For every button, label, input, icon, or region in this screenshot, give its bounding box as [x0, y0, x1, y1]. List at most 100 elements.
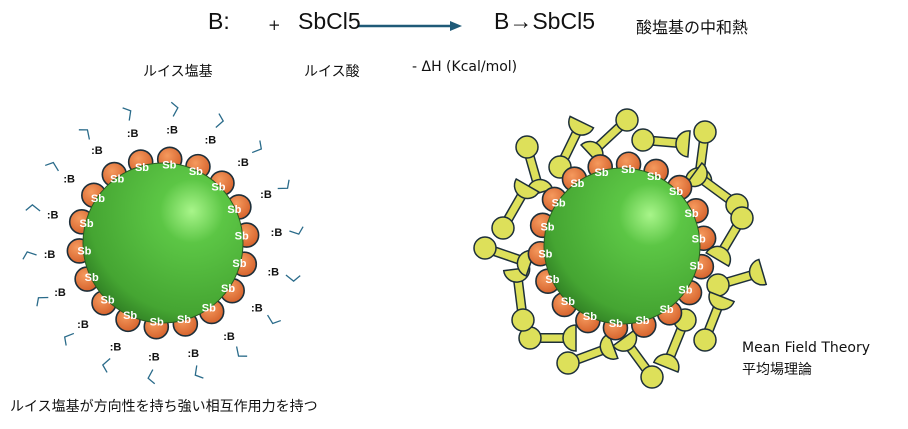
- dumbbell-ball: [693, 120, 717, 144]
- ligand-chain-icon: [267, 314, 282, 325]
- dumbbell-molecule: [515, 135, 554, 198]
- dumbbell-cup: [675, 130, 691, 158]
- left-sb-label: Sb: [211, 182, 225, 194]
- left-sb-label: Sb: [162, 159, 176, 171]
- left-sb-label: Sb: [221, 283, 235, 295]
- right-sb-label: Sb: [647, 171, 661, 183]
- ligand-b-label: :B: [188, 348, 200, 360]
- dumbbell-cup: [705, 245, 732, 268]
- ligand-b-label: :B: [54, 287, 66, 299]
- ligand-b-label: :B: [63, 173, 75, 185]
- ligand-b-label: :B: [166, 124, 178, 136]
- dumbbell-molecule: [706, 258, 768, 297]
- ligand-chain-icon: [78, 129, 91, 140]
- lewis-base-label: ルイス塩基: [143, 64, 213, 80]
- dumbbell-cup: [708, 291, 736, 311]
- dumbbell-cup: [568, 115, 595, 136]
- ligand-b-label: :B: [44, 249, 56, 261]
- mean-field-caption: Mean Field Theory: [742, 340, 871, 356]
- right-sb-label: Sb: [621, 164, 635, 176]
- left-caption: ルイス塩基が方向性を持ち強い相互作用力を持つ: [10, 399, 318, 415]
- right-sb-label: Sb: [561, 296, 575, 308]
- dumbbell-ball: [473, 236, 497, 260]
- dumbbell-molecule: [631, 128, 691, 158]
- dumbbell-molecule: [705, 206, 754, 268]
- right-sb-label: Sb: [552, 197, 566, 209]
- right-sb-label: Sb: [660, 304, 674, 316]
- ligand-b-label: :B: [271, 227, 283, 239]
- left-sb-label: Sb: [235, 231, 249, 243]
- lewis-acid-label: ルイス酸: [304, 64, 360, 80]
- plus-sign: +: [268, 16, 281, 34]
- dumbbell-cup: [513, 177, 540, 200]
- ligand-b-label: :B: [260, 189, 272, 201]
- left-sb-label: Sb: [110, 174, 124, 186]
- dumbbell-cup: [599, 333, 619, 360]
- left-particle-lewis-base: :B:B:B:B:B:B:B:B:B:B:B:B:B:B:B:B:B:BSbSb…: [22, 101, 304, 385]
- ligand-chain-icon: [147, 369, 156, 385]
- heat-label: 酸塩基の中和熱: [636, 18, 749, 37]
- product-formula: B→SbCl5: [494, 8, 595, 34]
- ligand-chain-icon: [122, 107, 132, 121]
- ligand-chain-icon: [194, 365, 204, 379]
- ligand-chain-icon: [277, 179, 290, 190]
- ligand-chain-icon: [25, 204, 41, 212]
- enthalpy-label: - ΔH (Kcal/mol): [412, 59, 518, 75]
- dumbbell-ball: [556, 351, 580, 375]
- dumbbell-molecule: [491, 177, 540, 240]
- ligand-b-label: :B: [148, 352, 160, 364]
- mean-field-caption-ja: 平均場理論: [742, 362, 812, 378]
- left-sb-label: Sb: [123, 310, 137, 322]
- reaction-arrow: [358, 21, 462, 31]
- right-sb-label: Sb: [538, 248, 552, 260]
- dumbbell-ball: [491, 216, 515, 240]
- ligand-b-label: :B: [205, 134, 217, 146]
- ligand-chain-icon: [235, 346, 248, 357]
- ligand-b-label: :B: [251, 303, 263, 315]
- acid-formula: SbCl5: [298, 8, 361, 34]
- left-sb-label: Sb: [77, 245, 91, 257]
- base-formula: B:: [208, 8, 230, 34]
- right-sb-label: Sb: [678, 285, 692, 297]
- right-sb-label: Sb: [609, 318, 623, 330]
- left-sb-label: Sb: [80, 218, 94, 230]
- ligand-chain-icon: [289, 226, 304, 235]
- dumbbell-molecule: [556, 333, 619, 375]
- left-sb-label: Sb: [101, 294, 115, 306]
- ligand-b-label: :B: [91, 145, 103, 157]
- right-sb-label: Sb: [594, 167, 608, 179]
- ligand-chain-icon: [101, 358, 111, 373]
- dumbbell-cup: [652, 353, 680, 374]
- right-sb-label: Sb: [570, 178, 584, 190]
- left-sb-label: Sb: [91, 193, 105, 205]
- dumbbell-ball: [515, 135, 539, 159]
- ligand-b-label: :B: [237, 157, 249, 169]
- left-sb-label: Sb: [85, 272, 99, 284]
- ligand-chain-icon: [215, 113, 225, 128]
- right-sb-label: Sb: [635, 315, 649, 327]
- right-sphere: [543, 167, 701, 325]
- right-sb-label: Sb: [540, 222, 554, 234]
- ligand-chain-icon: [44, 161, 59, 172]
- ligand-b-label: :B: [268, 267, 280, 279]
- right-sb-label: Sb: [685, 208, 699, 220]
- dumbbell-ball: [631, 128, 655, 152]
- dumbbell-ball: [511, 308, 535, 332]
- dumbbell-molecule: [611, 329, 664, 389]
- dumbbell-ball: [730, 206, 754, 230]
- left-sb-label: Sb: [189, 166, 203, 178]
- right-sb-label: Sb: [692, 234, 706, 246]
- left-sphere: [82, 162, 244, 324]
- right-sb-label: Sb: [669, 186, 683, 198]
- right-sb-label: Sb: [545, 274, 559, 286]
- ligand-b-label: :B: [77, 319, 89, 331]
- ligand-b-label: :B: [47, 209, 59, 221]
- ligand-chain-icon: [285, 274, 301, 282]
- dumbbell-molecule: [502, 266, 535, 332]
- ligand-b-label: :B: [223, 331, 235, 343]
- right-sb-label: Sb: [583, 311, 597, 323]
- dumbbell-ball: [615, 108, 639, 132]
- left-sb-label: Sb: [232, 258, 246, 270]
